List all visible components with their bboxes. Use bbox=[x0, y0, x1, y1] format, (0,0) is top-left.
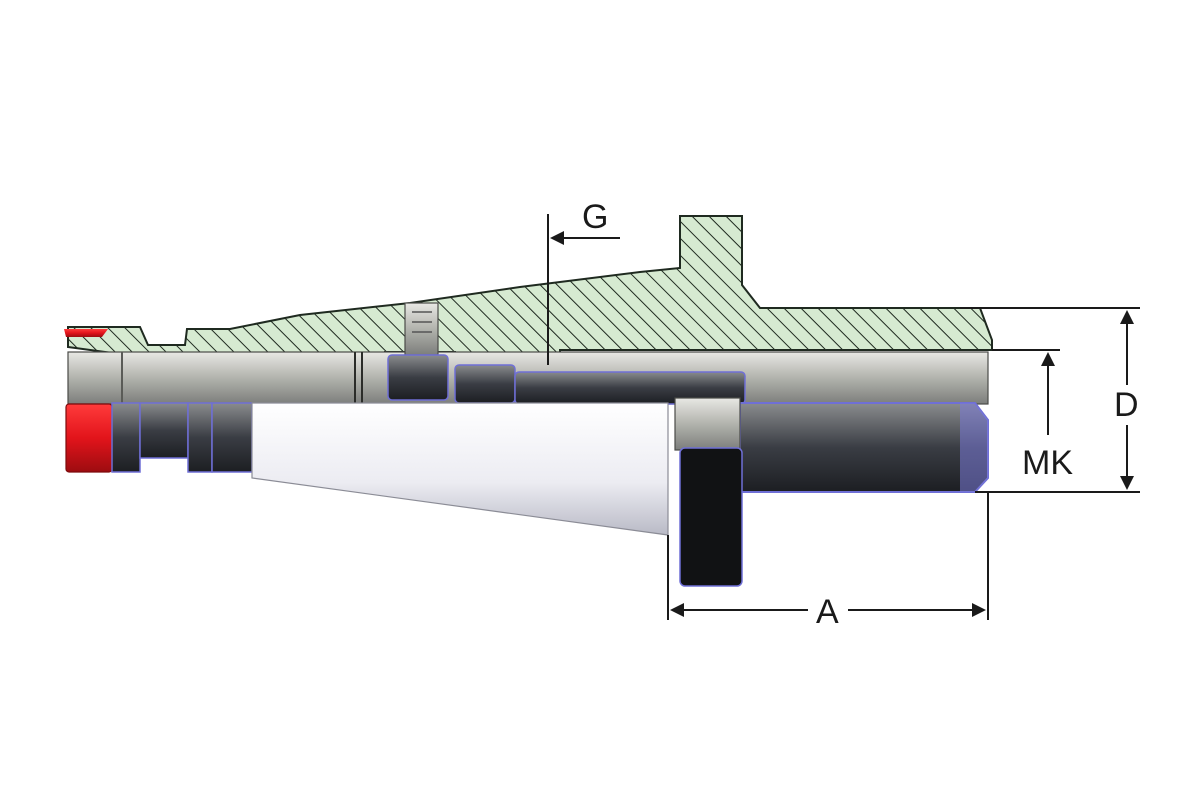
drive-block bbox=[674, 397, 741, 451]
inner-sleeve-2 bbox=[454, 364, 516, 404]
lower-ring-4 bbox=[211, 402, 253, 473]
a-label: A bbox=[816, 593, 839, 631]
morse-taper bbox=[251, 402, 669, 536]
sectioned-body bbox=[67, 215, 993, 369]
lower-ring-2 bbox=[139, 402, 189, 459]
rear-spindle bbox=[739, 402, 989, 493]
inner-sleeve-1 bbox=[387, 354, 449, 401]
lower-ring-1 bbox=[111, 402, 141, 473]
d-label: D bbox=[1114, 386, 1139, 424]
drive-tang bbox=[679, 447, 743, 587]
g-label: G bbox=[582, 198, 608, 236]
red-cap-top bbox=[64, 329, 108, 337]
lower-ring-3 bbox=[187, 402, 213, 473]
retention-pin bbox=[404, 302, 439, 356]
red-collet-cap bbox=[65, 403, 113, 473]
rear-spindle-highlight bbox=[960, 403, 988, 492]
mk-label: MK bbox=[1022, 444, 1073, 482]
